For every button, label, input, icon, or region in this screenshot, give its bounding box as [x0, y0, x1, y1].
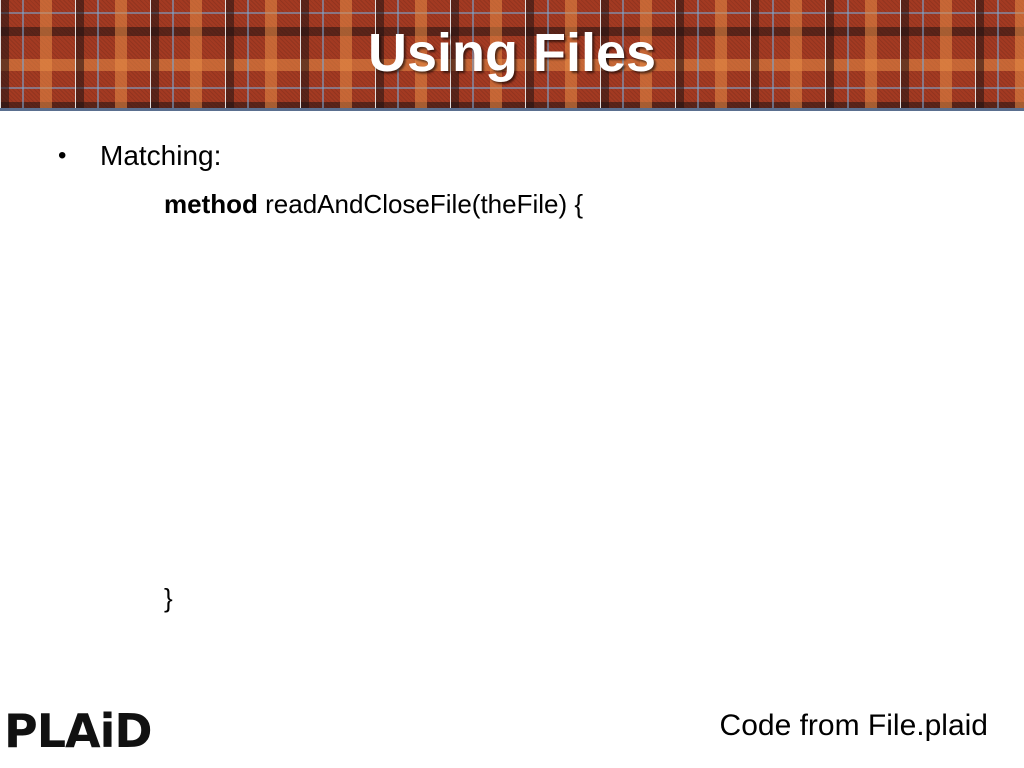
plaid-logo-text: PLAiD — [4, 704, 153, 758]
slide-title: Using Files — [367, 23, 657, 83]
bullet-text: Matching: — [100, 140, 222, 171]
plaid-logo: PLAiD — [4, 702, 153, 760]
closing-brace: } — [164, 583, 173, 613]
bullet-dot-icon: • — [58, 142, 67, 169]
method-keyword: method — [164, 189, 258, 219]
footer-note: Code from File.plaid — [719, 709, 988, 742]
plaid-header-banner: Using Files — [0, 0, 1024, 111]
method-signature-text: readAndCloseFile(theFile) { — [257, 189, 584, 219]
bullet-item: • Matching: — [58, 138, 221, 174]
method-signature: method readAndCloseFile(theFile) { — [164, 186, 583, 222]
